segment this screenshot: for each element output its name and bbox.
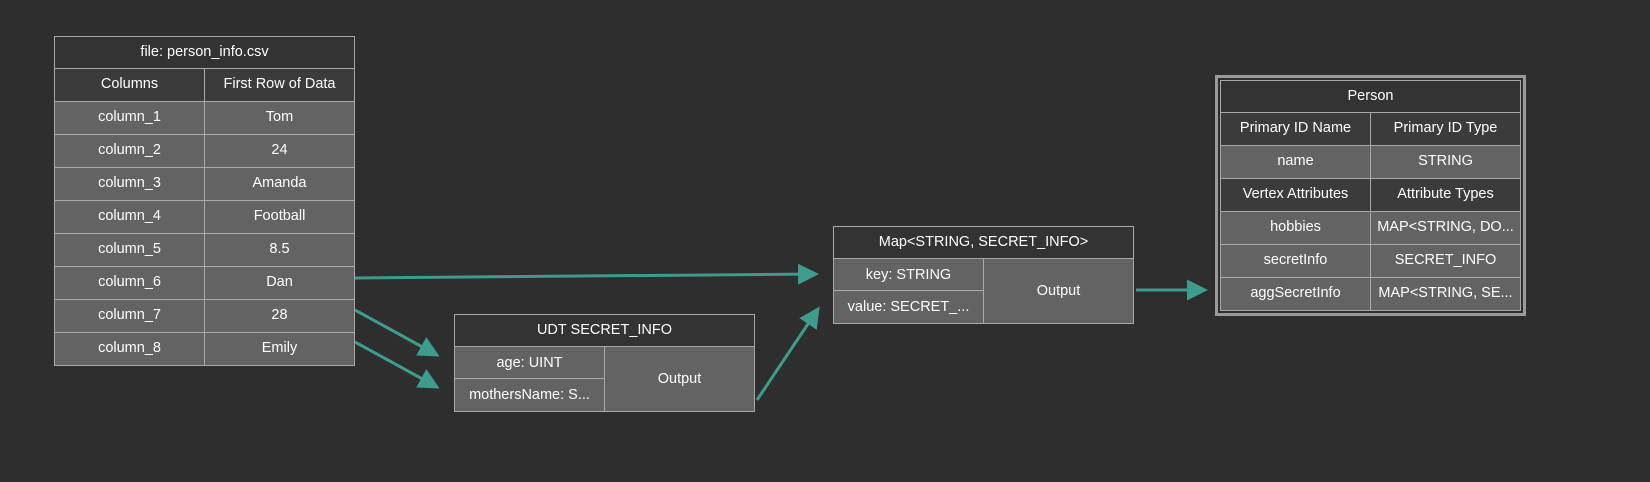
csv-cell-column-value: Tom	[205, 102, 354, 134]
csv-cell-column-name: column_2	[55, 135, 205, 167]
csv-cell-column-value: Amanda	[205, 168, 354, 200]
map-body: key: STRING value: SECRET_... Output	[834, 259, 1133, 323]
csv-cell-column-name: column_7	[55, 300, 205, 332]
node-person-vertex[interactable]: Person Primary ID Name Primary ID Type n…	[1215, 75, 1526, 316]
csv-cell-column-name: column_1	[55, 102, 205, 134]
udt-title: UDT SECRET_INFO	[455, 315, 754, 346]
map-field-value[interactable]: value: SECRET_...	[834, 291, 983, 323]
udt-body: age: UINT mothersName: S... Output	[455, 347, 754, 411]
node-udt-secret-info[interactable]: UDT SECRET_INFO age: UINT mothersName: S…	[454, 314, 755, 412]
table-row[interactable]: column_1 Tom	[55, 102, 354, 135]
person-attribute-header-row: Vertex Attributes Attribute Types	[1221, 179, 1520, 212]
table-row[interactable]: name STRING	[1221, 146, 1520, 179]
table-row[interactable]: secretInfo SECRET_INFO	[1221, 245, 1520, 278]
node-map-string-secret-info[interactable]: Map<STRING, SECRET_INFO> key: STRING val…	[833, 226, 1134, 324]
map-field-list: key: STRING value: SECRET_...	[834, 259, 984, 323]
map-output-port[interactable]: Output	[984, 259, 1133, 323]
node-csv-file[interactable]: file: person_info.csv Columns First Row …	[54, 36, 355, 366]
person-header-primary-id-type: Primary ID Type	[1371, 113, 1520, 145]
person-attribute-type: SECRET_INFO	[1371, 245, 1520, 277]
person-title-row: Person	[1221, 81, 1520, 113]
table-row[interactable]: column_3 Amanda	[55, 168, 354, 201]
csv-header-columns: Columns	[55, 69, 205, 101]
udt-field-age[interactable]: age: UINT	[455, 347, 604, 379]
map-field-key[interactable]: key: STRING	[834, 259, 983, 291]
person-primary-id-name: name	[1221, 146, 1371, 178]
csv-cell-column-name: column_5	[55, 234, 205, 266]
csv-cell-column-value: Football	[205, 201, 354, 233]
csv-cell-column-value: 28	[205, 300, 354, 332]
person-attribute-type: MAP<STRING, DO...	[1371, 212, 1520, 244]
person-attribute-name: hobbies	[1221, 212, 1371, 244]
csv-cell-column-value: Emily	[205, 333, 354, 365]
udt-field-list: age: UINT mothersName: S...	[455, 347, 605, 411]
person-header-vertex-attributes: Vertex Attributes	[1221, 179, 1371, 211]
csv-cell-column-name: column_3	[55, 168, 205, 200]
table-row[interactable]: column_7 28	[55, 300, 354, 333]
person-attribute-name: secretInfo	[1221, 245, 1371, 277]
table-row[interactable]: column_4 Football	[55, 201, 354, 234]
person-primary-id-header-row: Primary ID Name Primary ID Type	[1221, 113, 1520, 146]
csv-cell-column-name: column_8	[55, 333, 205, 365]
csv-cell-column-value: 8.5	[205, 234, 354, 266]
csv-cell-column-value: Dan	[205, 267, 354, 299]
csv-cell-column-name: column_4	[55, 201, 205, 233]
table-row[interactable]: hobbies MAP<STRING, DO...	[1221, 212, 1520, 245]
edge-csv-column8-to-udt-mothers	[354, 340, 440, 389]
person-title: Person	[1221, 81, 1520, 112]
person-attribute-name: aggSecretInfo	[1221, 278, 1371, 310]
csv-header-first-row: First Row of Data	[205, 69, 354, 101]
edge-udt-output-to-map-value	[755, 306, 820, 401]
table-row[interactable]: column_8 Emily	[55, 333, 354, 365]
csv-header-row: Columns First Row of Data	[55, 69, 354, 102]
edge-csv-column6-to-map-key	[354, 263, 819, 285]
csv-cell-column-value: 24	[205, 135, 354, 167]
person-primary-id-type: STRING	[1371, 146, 1520, 178]
map-title: Map<STRING, SECRET_INFO>	[834, 227, 1133, 258]
edge-csv-column7-to-udt-age	[354, 308, 440, 357]
table-row[interactable]: column_6 Dan	[55, 267, 354, 300]
table-row[interactable]: aggSecretInfo MAP<STRING, SE...	[1221, 278, 1520, 310]
udt-field-mothers-name[interactable]: mothersName: S...	[455, 379, 604, 411]
udt-output-port[interactable]: Output	[605, 347, 754, 411]
csv-title-row: file: person_info.csv	[55, 37, 354, 69]
map-title-row: Map<STRING, SECRET_INFO>	[834, 227, 1133, 259]
table-row[interactable]: column_5 8.5	[55, 234, 354, 267]
csv-cell-column-name: column_6	[55, 267, 205, 299]
table-row[interactable]: column_2 24	[55, 135, 354, 168]
person-attribute-type: MAP<STRING, SE...	[1371, 278, 1520, 310]
person-header-primary-id-name: Primary ID Name	[1221, 113, 1371, 145]
person-header-attribute-types: Attribute Types	[1371, 179, 1520, 211]
csv-title: file: person_info.csv	[55, 37, 354, 68]
udt-title-row: UDT SECRET_INFO	[455, 315, 754, 347]
